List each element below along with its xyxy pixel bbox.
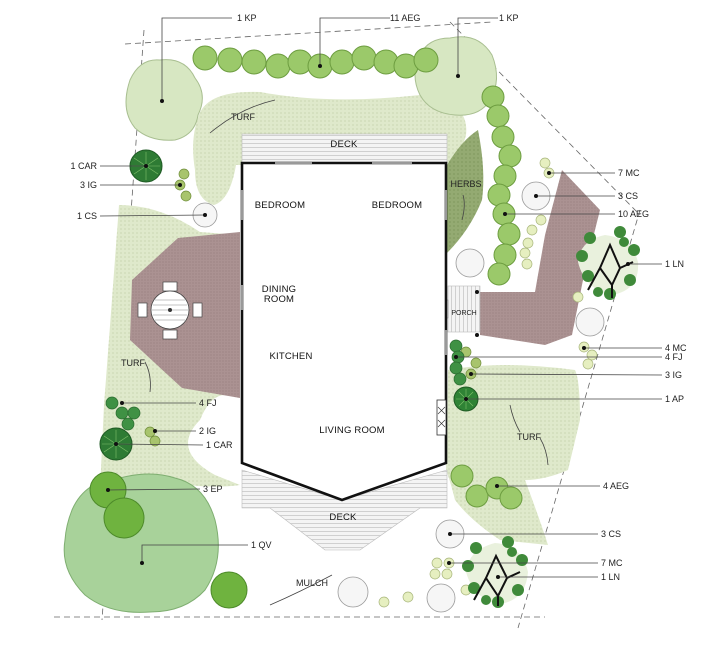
herbs-arrow <box>461 194 465 221</box>
label-qv: 1 QV <box>251 540 272 550</box>
tree-kp-left <box>125 59 203 141</box>
turf-left-label: TURF <box>121 358 145 368</box>
tree-ln-right <box>576 226 640 300</box>
label-ln-right: 1 LN <box>665 259 684 269</box>
label-fj-left: 4 FJ <box>199 398 217 408</box>
plant-labels: 1 KP 11 AEG 1 KP 1 CAR 3 IG 1 CS 7 MC 3 … <box>70 13 687 582</box>
bedroom-right-label: BEDROOM <box>372 200 423 211</box>
label-cs-left: 1 CS <box>77 211 97 221</box>
label-aeg-lower: 4 AEG <box>603 481 629 491</box>
mulch-area <box>250 560 340 568</box>
house-outline <box>240 161 448 502</box>
label-ig-left2: 2 IG <box>199 426 216 436</box>
label-ln-lower: 1 LN <box>601 572 620 582</box>
label-mc-right: 7 MC <box>618 168 640 178</box>
label-mc-lower: 7 MC <box>601 558 623 568</box>
kitchen-label: KITCHEN <box>269 351 312 362</box>
fireplace <box>436 399 447 436</box>
porch-surface <box>447 285 481 333</box>
dining-room-label-line2: ROOM <box>264 294 294 305</box>
mulch-label: MULCH <box>296 578 328 588</box>
herb-bed <box>447 130 484 253</box>
turf-right-label: TURF <box>517 432 541 442</box>
label-ep: 3 EP <box>203 484 223 494</box>
shrub-cs-group <box>192 181 605 613</box>
label-cs-lower: 3 CS <box>601 529 621 539</box>
label-aeg-right: 10 AEG <box>618 209 649 219</box>
label-car-left: 1 CAR <box>70 161 97 171</box>
label-car-left2: 1 CAR <box>206 440 233 450</box>
tree-qv <box>63 473 219 613</box>
patio-table-set <box>137 281 203 340</box>
shrub-aeg-top-row <box>192 45 439 79</box>
bedroom-left-label: BEDROOM <box>255 200 306 211</box>
deck-top-surface <box>241 133 448 165</box>
turf-top-label: TURF <box>231 112 255 122</box>
living-room-label: LIVING ROOM <box>319 425 385 436</box>
herbs-label: HERBS <box>450 179 481 189</box>
label-kp-left: 1 KP <box>237 13 257 23</box>
porch-label: PORCH <box>451 310 476 317</box>
label-ig-mid: 3 IG <box>665 370 682 380</box>
shrub-fj-group <box>105 339 467 431</box>
shrub-aeg-lower <box>450 464 523 510</box>
label-kp-right: 1 KP <box>499 13 519 23</box>
tree-ln-lower <box>462 536 528 608</box>
shrub-mc-groups <box>378 157 598 608</box>
deck-bottom-label: DECK <box>329 512 357 523</box>
label-mc-mid: 4 MC <box>665 343 687 353</box>
label-ap: 1 AP <box>665 394 684 404</box>
deck-top-label: DECK <box>330 139 358 150</box>
turf-top-arrow <box>209 99 276 134</box>
label-cs-right: 3 CS <box>618 191 638 201</box>
turf-left-arrow <box>144 361 151 393</box>
turf-right-arrow <box>509 404 549 466</box>
label-fj-mid: 4 FJ <box>665 352 683 362</box>
house-windows <box>241 162 447 355</box>
label-aeg-top: 11 AEG <box>390 13 420 23</box>
fireplace-marks <box>437 406 446 428</box>
label-ig-left: 3 IG <box>80 180 97 190</box>
deck-bottom-surface <box>241 469 448 551</box>
shrub-aeg-right-column <box>481 85 522 286</box>
dining-room-label-line1: DINING <box>262 284 296 295</box>
mulch-arrow <box>269 574 333 606</box>
leader-lines <box>99 17 663 579</box>
